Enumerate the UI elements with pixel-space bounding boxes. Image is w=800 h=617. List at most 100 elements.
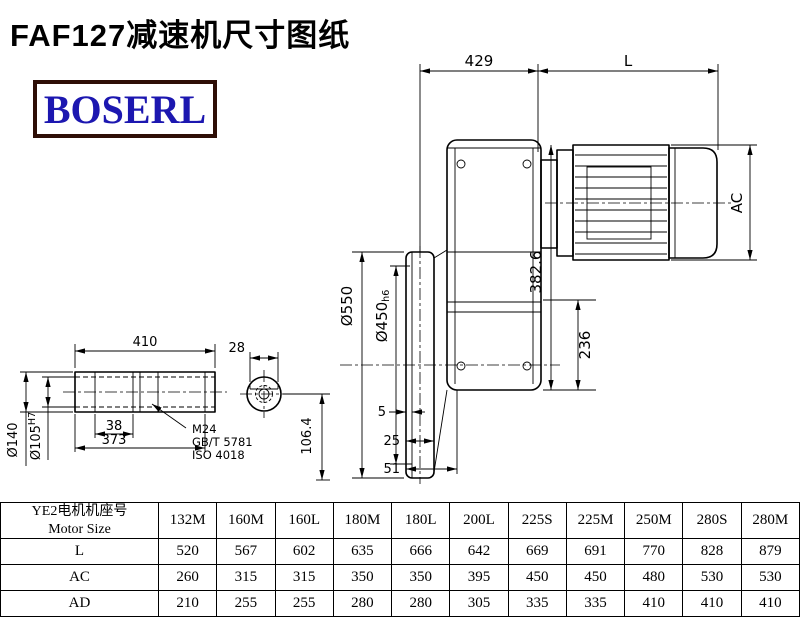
table-row-AC: AC 260 315 315 350 350 395 450 450 480 5… — [0, 564, 800, 591]
col-header-180L: 180L — [391, 502, 451, 539]
cell-L-180L: 666 — [391, 538, 451, 565]
shaft-section-view: 28 106.4 — [228, 341, 330, 481]
bolt-hole — [456, 159, 466, 169]
col-header-225S: 225S — [507, 502, 567, 539]
cell-AD-200L: 305 — [449, 590, 509, 617]
bolt-hole — [522, 159, 532, 169]
cell-AD-225S: 335 — [507, 590, 567, 617]
dim-shaft-od: Ø140 — [6, 422, 21, 457]
dim-382-6: 382.6 — [527, 251, 545, 294]
cell-L-280S: 828 — [682, 538, 742, 565]
cell-L-132M: 520 — [157, 538, 218, 565]
header-label-cn: YE2电机机座号 — [31, 504, 128, 519]
gearbox-details — [447, 147, 541, 384]
dim-25: 25 — [383, 434, 400, 449]
keyway — [249, 384, 279, 390]
gearbox-drawing — [446, 139, 542, 391]
dim-spigot: Ø450h6 — [373, 290, 392, 343]
top-dimensions: 429 L — [419, 52, 719, 252]
cell-AC-160M: 315 — [216, 564, 276, 591]
col-header-200L: 200L — [449, 502, 509, 539]
cell-AD-180M: 280 — [332, 590, 393, 617]
row-label-L: L — [0, 538, 159, 565]
cell-AD-280S: 410 — [682, 590, 742, 617]
cell-AC-180M: 350 — [332, 564, 393, 591]
cell-AC-160L: 315 — [274, 564, 334, 591]
dim-motor-length: L — [624, 52, 633, 70]
table-header-motor-size: YE2电机机座号 Motor Size — [0, 502, 159, 539]
dimension-ac: AC — [671, 144, 757, 261]
dimension-382: 382.6 — [527, 145, 554, 390]
cell-AC-280S: 530 — [682, 564, 742, 591]
brand-logo: BOSERL — [33, 80, 217, 138]
bottom-dimensions: 5 25 51 — [378, 405, 457, 477]
col-header-160L: 160L — [274, 502, 334, 539]
thread-spec: M24 — [192, 422, 217, 436]
dim-key-width: 28 — [228, 341, 245, 356]
cell-L-160M: 567 — [216, 538, 276, 565]
dim-429: 429 — [465, 52, 494, 70]
dim-motor-ac: AC — [728, 193, 746, 213]
fan-cowl — [668, 147, 718, 259]
cell-AC-225S: 450 — [507, 564, 567, 591]
cell-AC-132M: 260 — [157, 564, 218, 591]
table-row-AD: AD 210 255 255 280 280 305 335 335 410 4… — [0, 590, 800, 617]
dim-106-4: 106.4 — [300, 417, 315, 454]
cell-AC-225M: 450 — [565, 564, 626, 591]
cell-AD-180L: 280 — [391, 590, 451, 617]
table-row-L: L 520 567 602 635 666 642 669 691 770 82… — [0, 538, 800, 565]
cell-AD-280M: 410 — [740, 590, 800, 617]
bolt-hole — [456, 361, 466, 371]
cell-L-200L: 642 — [449, 538, 509, 565]
shaft-detail-drawing: 410 Ø140 Ø105H7 38 373 M24 GB/T 5781 ISO… — [6, 335, 253, 466]
cell-L-225S: 669 — [507, 538, 567, 565]
cell-AD-132M: 210 — [157, 590, 218, 617]
motor-adapter — [540, 159, 558, 249]
row-label-AC: AC — [0, 564, 159, 591]
col-header-225M: 225M — [565, 502, 626, 539]
dim-5: 5 — [378, 405, 386, 420]
cell-AD-160L: 255 — [274, 590, 334, 617]
cell-AC-280M: 530 — [740, 564, 800, 591]
thread-standard-iso: ISO 4018 — [192, 448, 245, 462]
header-label-en: Motor Size — [48, 521, 111, 537]
motor-fins — [575, 154, 667, 255]
cell-L-250M: 770 — [624, 538, 684, 565]
dim-flange-od: Ø550 — [338, 286, 356, 326]
page-title: FAF127减速机尺寸图纸 — [10, 18, 351, 53]
dimension-236: 236 — [543, 299, 596, 391]
cell-AD-250M: 410 — [624, 590, 684, 617]
cell-AC-250M: 480 — [624, 564, 684, 591]
cell-L-180M: 635 — [332, 538, 393, 565]
dimension-drawing: 429 L AC — [6, 52, 757, 484]
section-centerlines — [240, 370, 288, 418]
gearbox-housing — [446, 139, 542, 391]
table-header-row: YE2电机机座号 Motor Size 132M 160M 160L 180M … — [0, 502, 800, 539]
row-label-AD: AD — [0, 590, 159, 617]
motor-size-table: YE2电机机座号 Motor Size 132M 160M 160L 180M … — [0, 502, 800, 617]
bolt-hole — [522, 361, 532, 371]
thread-standard-gb: GB/T 5781 — [192, 435, 253, 449]
dimension-550: Ø550 — [338, 251, 404, 479]
col-header-180M: 180M — [332, 502, 393, 539]
dim-bore: Ø105H7 — [27, 412, 44, 460]
cell-AC-200L: 395 — [449, 564, 509, 591]
col-header-280S: 280S — [682, 502, 742, 539]
col-header-250M: 250M — [624, 502, 684, 539]
cell-AD-225M: 335 — [565, 590, 626, 617]
dim-373: 373 — [102, 433, 127, 448]
shaft-bore-hidden — [75, 376, 215, 408]
dimension-450: Ø450h6 — [373, 265, 412, 465]
flange-connectors — [433, 249, 448, 473]
cell-L-225M: 691 — [565, 538, 626, 565]
dim-38: 38 — [106, 419, 123, 434]
col-header-132M: 132M — [157, 502, 218, 539]
cell-AC-180L: 350 — [391, 564, 451, 591]
col-header-160M: 160M — [216, 502, 276, 539]
dim-236: 236 — [576, 331, 594, 360]
col-header-280M: 280M — [740, 502, 800, 539]
cell-L-280M: 879 — [740, 538, 800, 565]
dim-shaft-length: 410 — [133, 335, 158, 350]
cell-L-160L: 602 — [274, 538, 334, 565]
motor-drawing — [540, 144, 734, 261]
